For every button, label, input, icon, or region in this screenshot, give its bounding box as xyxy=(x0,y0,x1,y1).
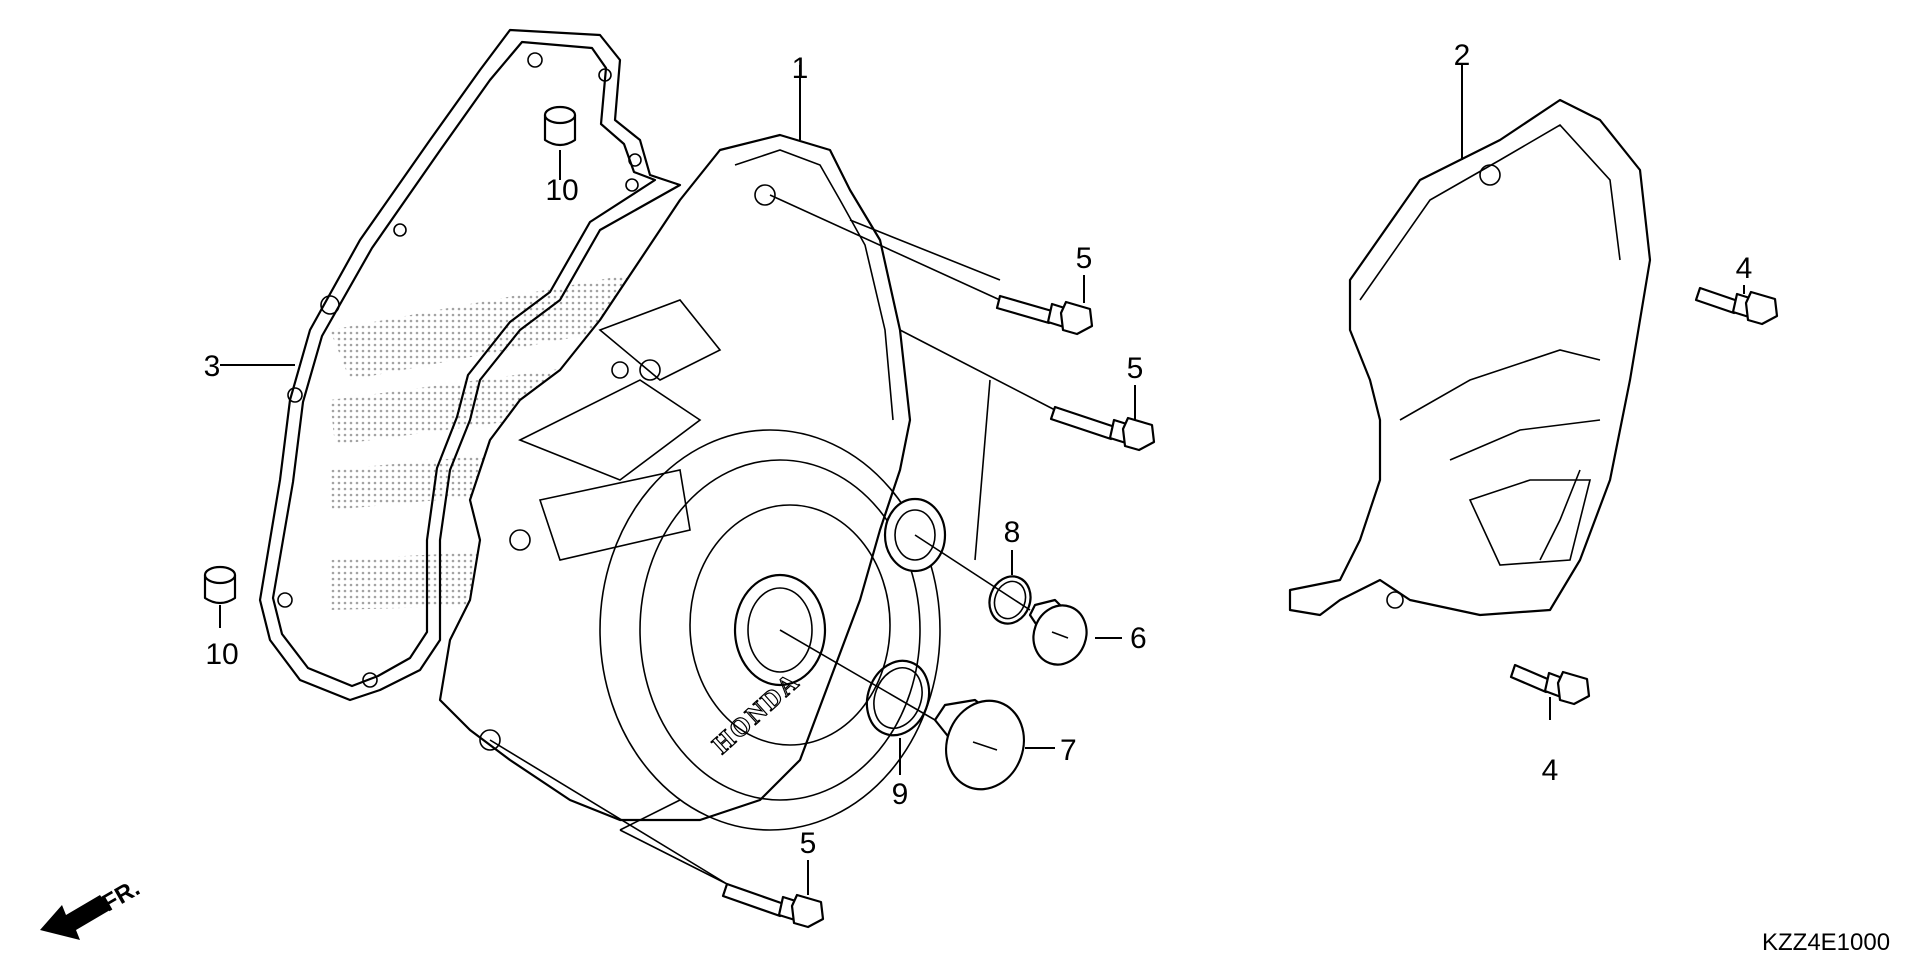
bolt-part-5-middle[interactable] xyxy=(1049,405,1156,452)
crank-plug-part-7[interactable] xyxy=(933,690,1036,801)
callout-3: 3 xyxy=(204,350,221,383)
front-direction-indicator: FR. xyxy=(40,874,144,940)
callout-10-lower: 10 xyxy=(205,638,238,671)
callout-4-right: 4 xyxy=(1736,252,1753,285)
callout-8: 8 xyxy=(1004,516,1021,549)
bolt-part-5-lower[interactable] xyxy=(721,882,825,929)
callout-9: 9 xyxy=(892,778,909,811)
bolt-part-4-bottom[interactable] xyxy=(1509,663,1591,706)
o-ring-part-9[interactable] xyxy=(857,652,939,744)
front-arrow-icon xyxy=(40,895,110,940)
callout-5-lower: 5 xyxy=(800,827,817,860)
callout-5-middle: 5 xyxy=(1127,352,1144,385)
sprocket-cover-part-2[interactable] xyxy=(1288,98,1652,617)
callout-1: 1 xyxy=(792,52,809,85)
bolt-part-4-right[interactable] xyxy=(1694,286,1779,326)
callout-2: 2 xyxy=(1454,39,1471,72)
callout-4-bottom: 4 xyxy=(1542,754,1559,787)
callout-10-upper: 10 xyxy=(545,174,578,207)
dowel-pin-part-10-upper[interactable] xyxy=(543,105,577,147)
callout-7: 7 xyxy=(1060,734,1077,767)
leader-lines xyxy=(219,65,1745,895)
callout-5-upper: 5 xyxy=(1076,242,1093,275)
callout-6: 6 xyxy=(1130,622,1147,655)
diagram-code: KZZ4E1000 xyxy=(1762,929,1890,956)
callout-labels: 1 2 3 4 4 5 5 5 6 7 8 9 10 10 xyxy=(204,39,1753,860)
bolt-part-5-upper[interactable] xyxy=(995,294,1094,336)
dowel-pin-part-10-lower[interactable] xyxy=(203,565,237,605)
gasket-part-3[interactable] xyxy=(258,28,682,702)
crankcase-cover-part-1[interactable]: HONDA xyxy=(438,133,947,831)
o-ring-part-8[interactable] xyxy=(983,571,1037,630)
timing-plug-part-6[interactable] xyxy=(1025,598,1094,672)
